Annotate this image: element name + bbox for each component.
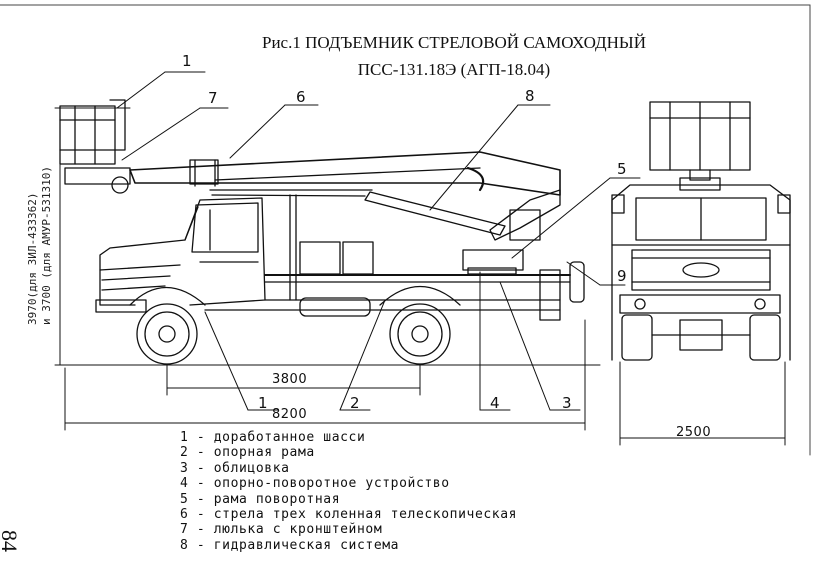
dimension-lines	[54, 107, 786, 446]
dim-wheelbase: 3800	[272, 372, 308, 387]
legend-item-text: опорная рама	[213, 445, 315, 461]
legend-item-number: 2	[180, 445, 189, 461]
legend-item-text: опорно-поворотное устройство	[213, 476, 450, 492]
legend-item-text: гидравлическая система	[213, 537, 400, 553]
callout-6: 6	[296, 88, 306, 106]
legend-item-text: стрела трех коленная телескопическая	[213, 507, 518, 523]
legend-item-number: 6	[180, 507, 189, 523]
legend-item: 1 - доработанное шасси	[180, 430, 517, 445]
legend-item-text: рама поворотная	[213, 491, 341, 507]
callout-8: 8	[525, 87, 535, 105]
legend-item: 6 - стрела трех коленная телескопическая	[180, 507, 517, 522]
legend-item-number: 8	[180, 537, 189, 553]
figure-title: Рис.1 ПОДЪЕМНИК СТРЕЛОВОЙ САМОХОДНЫЙ	[262, 33, 646, 52]
legend-item-number: 5	[180, 491, 189, 507]
legend-item: 5 - рама поворотная	[180, 492, 517, 507]
legend-item-dash: -	[188, 445, 214, 461]
legend-item-dash: -	[188, 522, 214, 538]
legend-item-number: 4	[180, 476, 189, 492]
page-number: 84	[0, 530, 22, 552]
figure-subtitle: ПСС-131.18Э (АГП-18.04)	[357, 60, 551, 79]
callout-5: 5	[617, 160, 627, 178]
legend-item-text: люлька с кронштейном	[213, 522, 383, 538]
dim-height-zil: 3970(для ЗИЛ-433362)	[26, 192, 39, 325]
dim-width: 2500	[676, 425, 712, 440]
dim-length: 8200	[272, 407, 308, 422]
legend-item: 8 - гидравлическая система	[180, 538, 517, 553]
callout-1: 1	[258, 394, 268, 412]
callout-2: 2	[350, 394, 360, 412]
legend-item: 2 - опорная рама	[180, 445, 517, 460]
legend-item-dash: -	[188, 507, 214, 523]
legend-item-dash: -	[188, 476, 214, 492]
legend-item-dash: -	[188, 430, 214, 445]
callout-9-front: 9	[617, 267, 627, 285]
dim-height-amur: и 3700 (для АМУР-531310)	[40, 166, 53, 325]
legend-item: 3 - облицовка	[180, 461, 517, 476]
leader-lines	[116, 71, 641, 411]
legend-item-dash: -	[188, 537, 214, 553]
legend-item: 7 - люлька с кронштейном	[180, 522, 517, 537]
legend-item-text: доработанное шасси	[213, 430, 366, 445]
front-view	[611, 101, 791, 361]
legend-item-text: облицовка	[213, 460, 290, 476]
legend-item-number: 1	[180, 430, 189, 445]
legend-item-number: 3	[180, 460, 189, 476]
callout-7: 7	[208, 89, 218, 107]
callout-9-basket: 1	[182, 52, 192, 70]
legend-item-number: 7	[180, 522, 189, 538]
legend-item: 4 - опорно-поворотное устройство	[180, 476, 517, 491]
callout-3: 3	[562, 394, 572, 412]
legend-item-dash: -	[188, 460, 214, 476]
callout-4: 4	[490, 394, 500, 412]
legend-item-dash: -	[188, 491, 214, 507]
side-view	[59, 99, 585, 365]
